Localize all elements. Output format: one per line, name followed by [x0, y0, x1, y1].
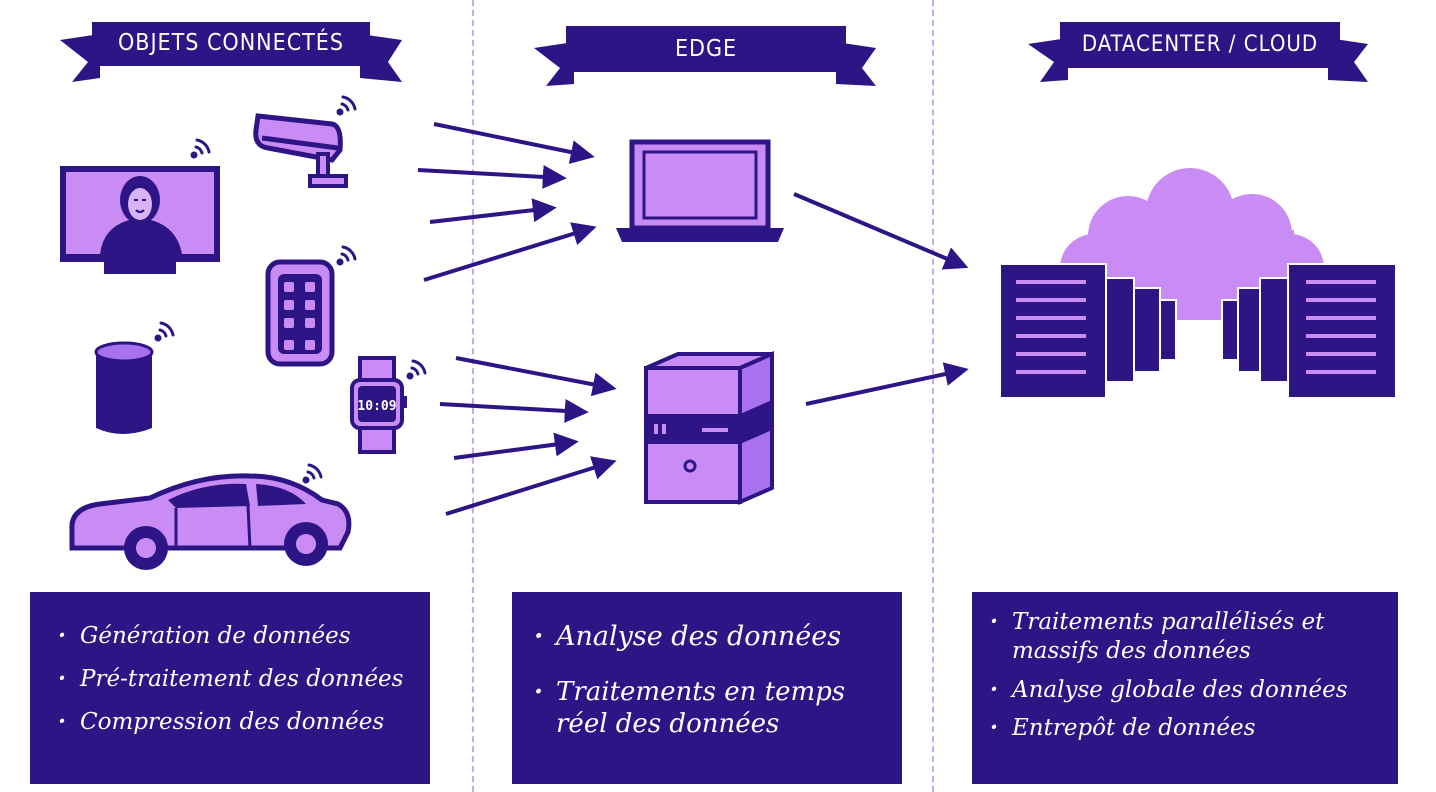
wifi-icon-phone	[336, 245, 357, 266]
arrows	[417, 122, 969, 516]
wifi-icon-car	[302, 463, 323, 484]
description-box-edge: Analyse des données Traitements en temps…	[512, 592, 902, 784]
car-icon	[69, 473, 352, 570]
column-header-objets: OBJETS CONNECTÉS	[117, 30, 345, 56]
arrow-to-laptop-3	[429, 198, 557, 224]
smart-speaker-icon	[94, 341, 154, 434]
arrow-laptop-to-cloud	[793, 192, 969, 270]
description-box-cloud: Traitements parallélisés et massifs des …	[972, 592, 1398, 784]
arrow-to-laptop-4	[423, 222, 597, 282]
wifi-icon-speaker	[154, 321, 175, 342]
banner-edge	[534, 26, 876, 86]
list-item: Pré-traitement des données	[58, 665, 410, 694]
wifi-icon-camera	[336, 95, 357, 116]
arrow-to-server-3	[453, 432, 579, 460]
column-divider-left	[472, 0, 474, 792]
smartphone-icon	[265, 259, 335, 367]
arrow-server-to-cloud	[805, 362, 969, 406]
arrow-to-server-2	[439, 398, 589, 423]
banner-cloud	[1028, 22, 1368, 82]
list-item: Génération de données	[58, 622, 410, 651]
arrow-to-server-4	[445, 456, 617, 516]
column-divider-right	[932, 0, 934, 792]
arrow-to-server-1	[455, 356, 617, 397]
arrow-to-laptop-1	[433, 122, 595, 164]
list-item: Compression des données	[58, 708, 410, 737]
smartwatch-icon	[350, 356, 407, 454]
watch-time: 10:09	[357, 399, 396, 414]
tv-icon	[60, 166, 220, 274]
wifi-icon-tv	[190, 138, 211, 159]
list-item: Analyse des données	[534, 620, 882, 654]
edge-server-icon	[644, 350, 774, 506]
arrow-to-laptop-2	[417, 164, 567, 189]
laptop-icon	[616, 139, 784, 242]
list-item: Traitements parallélisés et massifs des …	[990, 608, 1380, 666]
description-box-objets: Génération de données Pré-traitement des…	[30, 592, 430, 784]
list-item: Analyse globale des données	[990, 676, 1380, 705]
server-racks-left	[999, 263, 1177, 399]
list-item: Entrepôt de données	[990, 714, 1380, 743]
column-header-cloud: DATACENTER / CLOUD	[1081, 32, 1319, 57]
server-racks-right	[1221, 263, 1397, 399]
security-camera-icon	[253, 113, 348, 188]
wifi-icon-watch	[406, 359, 427, 380]
list-item: Traitements en temps réel des données	[534, 676, 882, 741]
banner-objets	[60, 22, 402, 82]
column-header-edge: EDGE	[674, 36, 738, 62]
